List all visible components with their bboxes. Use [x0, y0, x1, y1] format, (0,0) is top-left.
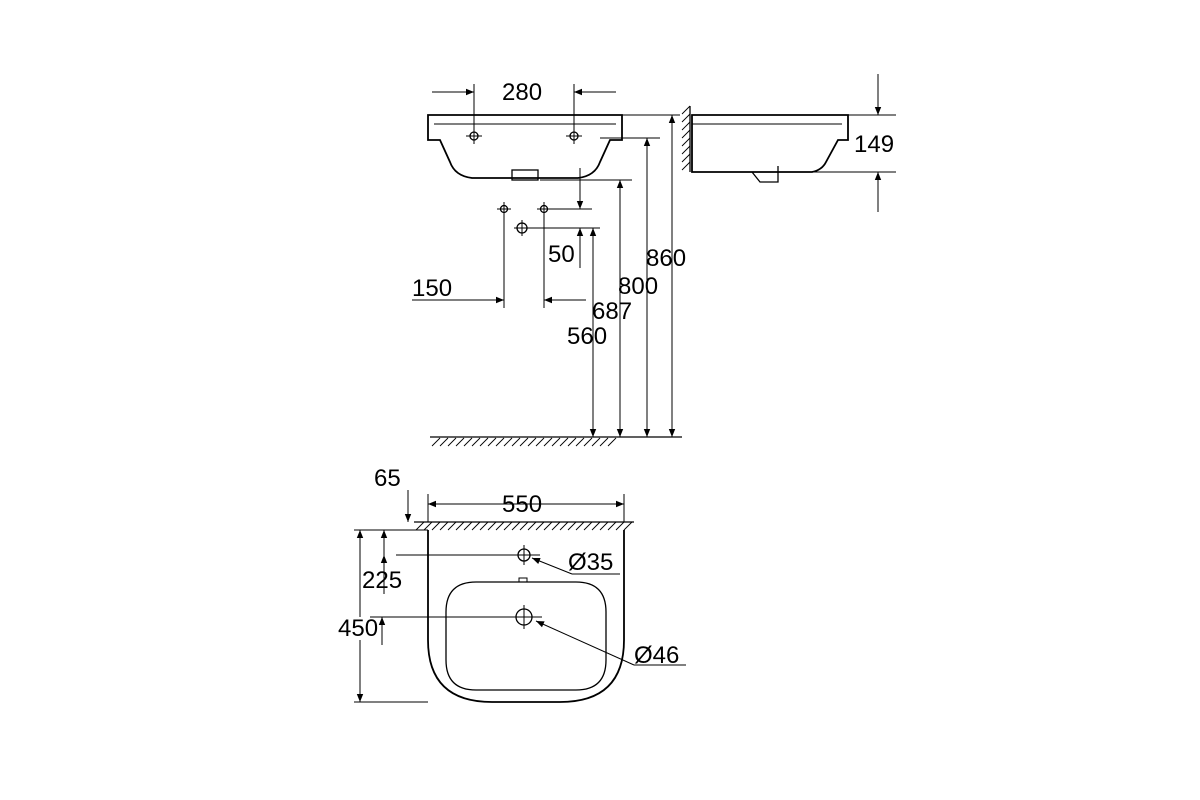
- dim-800: 800: [618, 273, 658, 300]
- dim-diameter-46: Ø46: [634, 642, 679, 669]
- dim-560: 560: [567, 323, 607, 350]
- dim-280: 280: [502, 79, 542, 106]
- dim-149: 149: [854, 131, 894, 158]
- plan-view: 550 65 225 450 Ø35 Ø46: [338, 465, 686, 703]
- dim-450: 450: [338, 615, 378, 642]
- dim-550: 550: [502, 491, 542, 518]
- dim-687: 687: [592, 298, 632, 325]
- front-elevation-view: 280 150 50 560 687 800: [412, 79, 686, 447]
- wall-hatch: [681, 105, 691, 171]
- side-elevation-view: 149: [681, 74, 896, 212]
- dim-65: 65: [374, 465, 401, 492]
- plan-wall-hatch: [415, 521, 633, 531]
- floor-hatch: [431, 437, 617, 447]
- dim-860: 860: [646, 245, 686, 272]
- dim-50: 50: [548, 241, 575, 268]
- dim-diameter-35: Ø35: [568, 549, 613, 576]
- dim-225: 225: [362, 567, 402, 594]
- dim-150: 150: [412, 275, 452, 302]
